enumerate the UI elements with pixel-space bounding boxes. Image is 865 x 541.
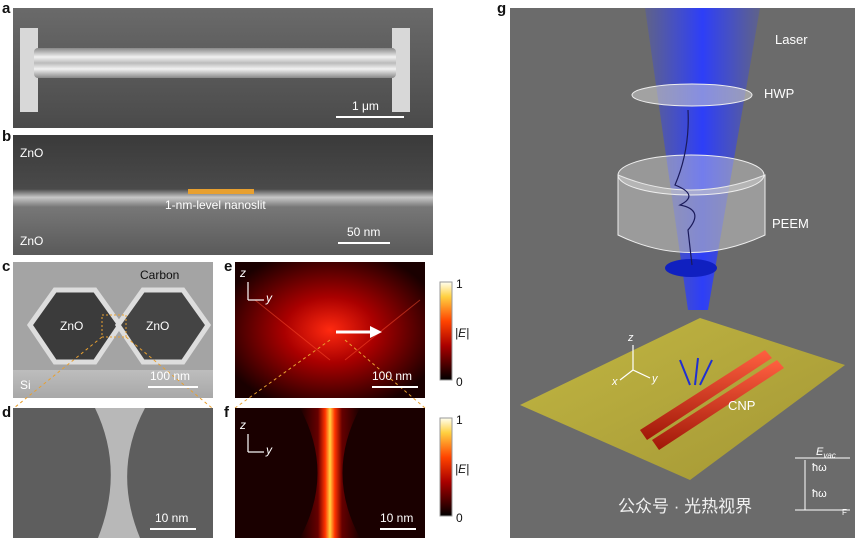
cnp-rod-2 — [652, 360, 784, 450]
colorbar-f-label: |E| — [455, 462, 470, 476]
scalebar-c-label: 100 nm — [150, 369, 191, 383]
zno-left-label: ZnO — [60, 319, 84, 333]
panel-label-f: f — [224, 404, 229, 421]
colorbar-e-min: 0 — [456, 375, 463, 389]
colorbar-f-min: 0 — [456, 511, 463, 525]
peem-aperture — [665, 259, 717, 277]
zoom-line-e-left — [234, 339, 331, 409]
panel-f-y: y — [266, 443, 272, 457]
panel-b-image — [13, 135, 433, 255]
laser-beam — [645, 8, 760, 310]
zno-right-label: ZnO — [146, 319, 170, 333]
panel-label-e: e — [224, 258, 233, 275]
field-arrow-head — [370, 326, 382, 338]
watermark: 公众号 · 光热视界 — [618, 497, 753, 516]
electron-arrow-1 — [679, 359, 691, 386]
hwp-label: HWP — [764, 86, 795, 101]
peem-lens-top — [617, 154, 765, 196]
zoom-line-right — [125, 336, 213, 409]
panel-g-z: z — [628, 332, 634, 344]
electron-arrow-3 — [699, 359, 713, 386]
nanogap-bright-region — [95, 408, 145, 538]
colorbar-f — [439, 417, 453, 517]
nanowire-right-pad — [392, 28, 410, 112]
ef-sub: F — [842, 508, 847, 517]
hw-label-2: ħω — [812, 488, 827, 500]
cnp-label: CNP — [728, 398, 756, 413]
si-substrate — [13, 370, 213, 398]
hw-label-1: ħω — [812, 462, 827, 474]
evac-sub: vac — [823, 451, 836, 461]
field-hotspot — [300, 408, 360, 538]
scalebar-e-label: 100 nm — [372, 369, 413, 383]
axis-y-line — [632, 369, 651, 379]
panel-g-y: y — [652, 373, 658, 385]
electron-trajectory — [674, 109, 696, 266]
panel-e-ray-1 — [254, 299, 331, 361]
colorbar-e-max: 1 — [456, 277, 463, 291]
scalebar-a-label: 1 μm — [352, 99, 379, 113]
electron-arrow-2 — [694, 357, 699, 386]
scalebar-b — [338, 242, 390, 244]
carbon-label: Carbon — [140, 268, 180, 282]
scalebar-d — [150, 528, 196, 530]
peem-lens — [617, 174, 766, 253]
panel-f-z: z — [240, 418, 246, 432]
panel-label-a: a — [2, 0, 11, 17]
colorbar-e — [439, 281, 453, 381]
panel-b-bottom-material: ZnO — [20, 234, 44, 248]
peem-label: PEEM — [772, 216, 809, 231]
colorbar-f-max: 1 — [456, 413, 463, 427]
panel-e-z: z — [240, 266, 246, 280]
zoom-box — [101, 314, 127, 338]
panel-b-top-material: ZnO — [20, 146, 44, 160]
nanoslit-annotation: 1-nm-level nanoslit — [165, 198, 266, 212]
panel-e-ray-2 — [344, 299, 421, 361]
laser-label: Laser — [775, 32, 808, 47]
panel-e-image — [235, 262, 425, 398]
cnp-rod-1 — [640, 350, 772, 440]
nanoslit-marker — [188, 189, 254, 194]
hwp-plate — [631, 83, 753, 107]
evac-main: E — [816, 446, 824, 458]
axis-x-line — [619, 369, 634, 381]
panel-label-b: b — [2, 128, 12, 145]
panel-label-g: g — [497, 0, 507, 17]
panel-e-y: y — [266, 291, 272, 305]
scalebar-d-label: 10 nm — [155, 511, 189, 525]
scalebar-f — [380, 528, 416, 530]
evac-label: Evac — [816, 446, 836, 460]
scalebar-e — [372, 386, 418, 388]
nanowire-rod — [34, 48, 396, 78]
panel-label-d: d — [2, 404, 12, 421]
zoom-line-left — [13, 336, 103, 409]
scalebar-a — [336, 116, 404, 118]
nanowire-left-pad — [20, 28, 38, 112]
scalebar-b-label: 50 nm — [347, 225, 381, 239]
scalebar-c — [148, 386, 198, 388]
scalebar-f-label: 10 nm — [380, 511, 414, 525]
colorbar-e-label: |E| — [455, 326, 470, 340]
panel-g-x: x — [612, 376, 618, 388]
panel-label-c: c — [2, 258, 11, 275]
zno-right-hexagon — [114, 287, 212, 365]
si-label: Si — [20, 378, 31, 392]
